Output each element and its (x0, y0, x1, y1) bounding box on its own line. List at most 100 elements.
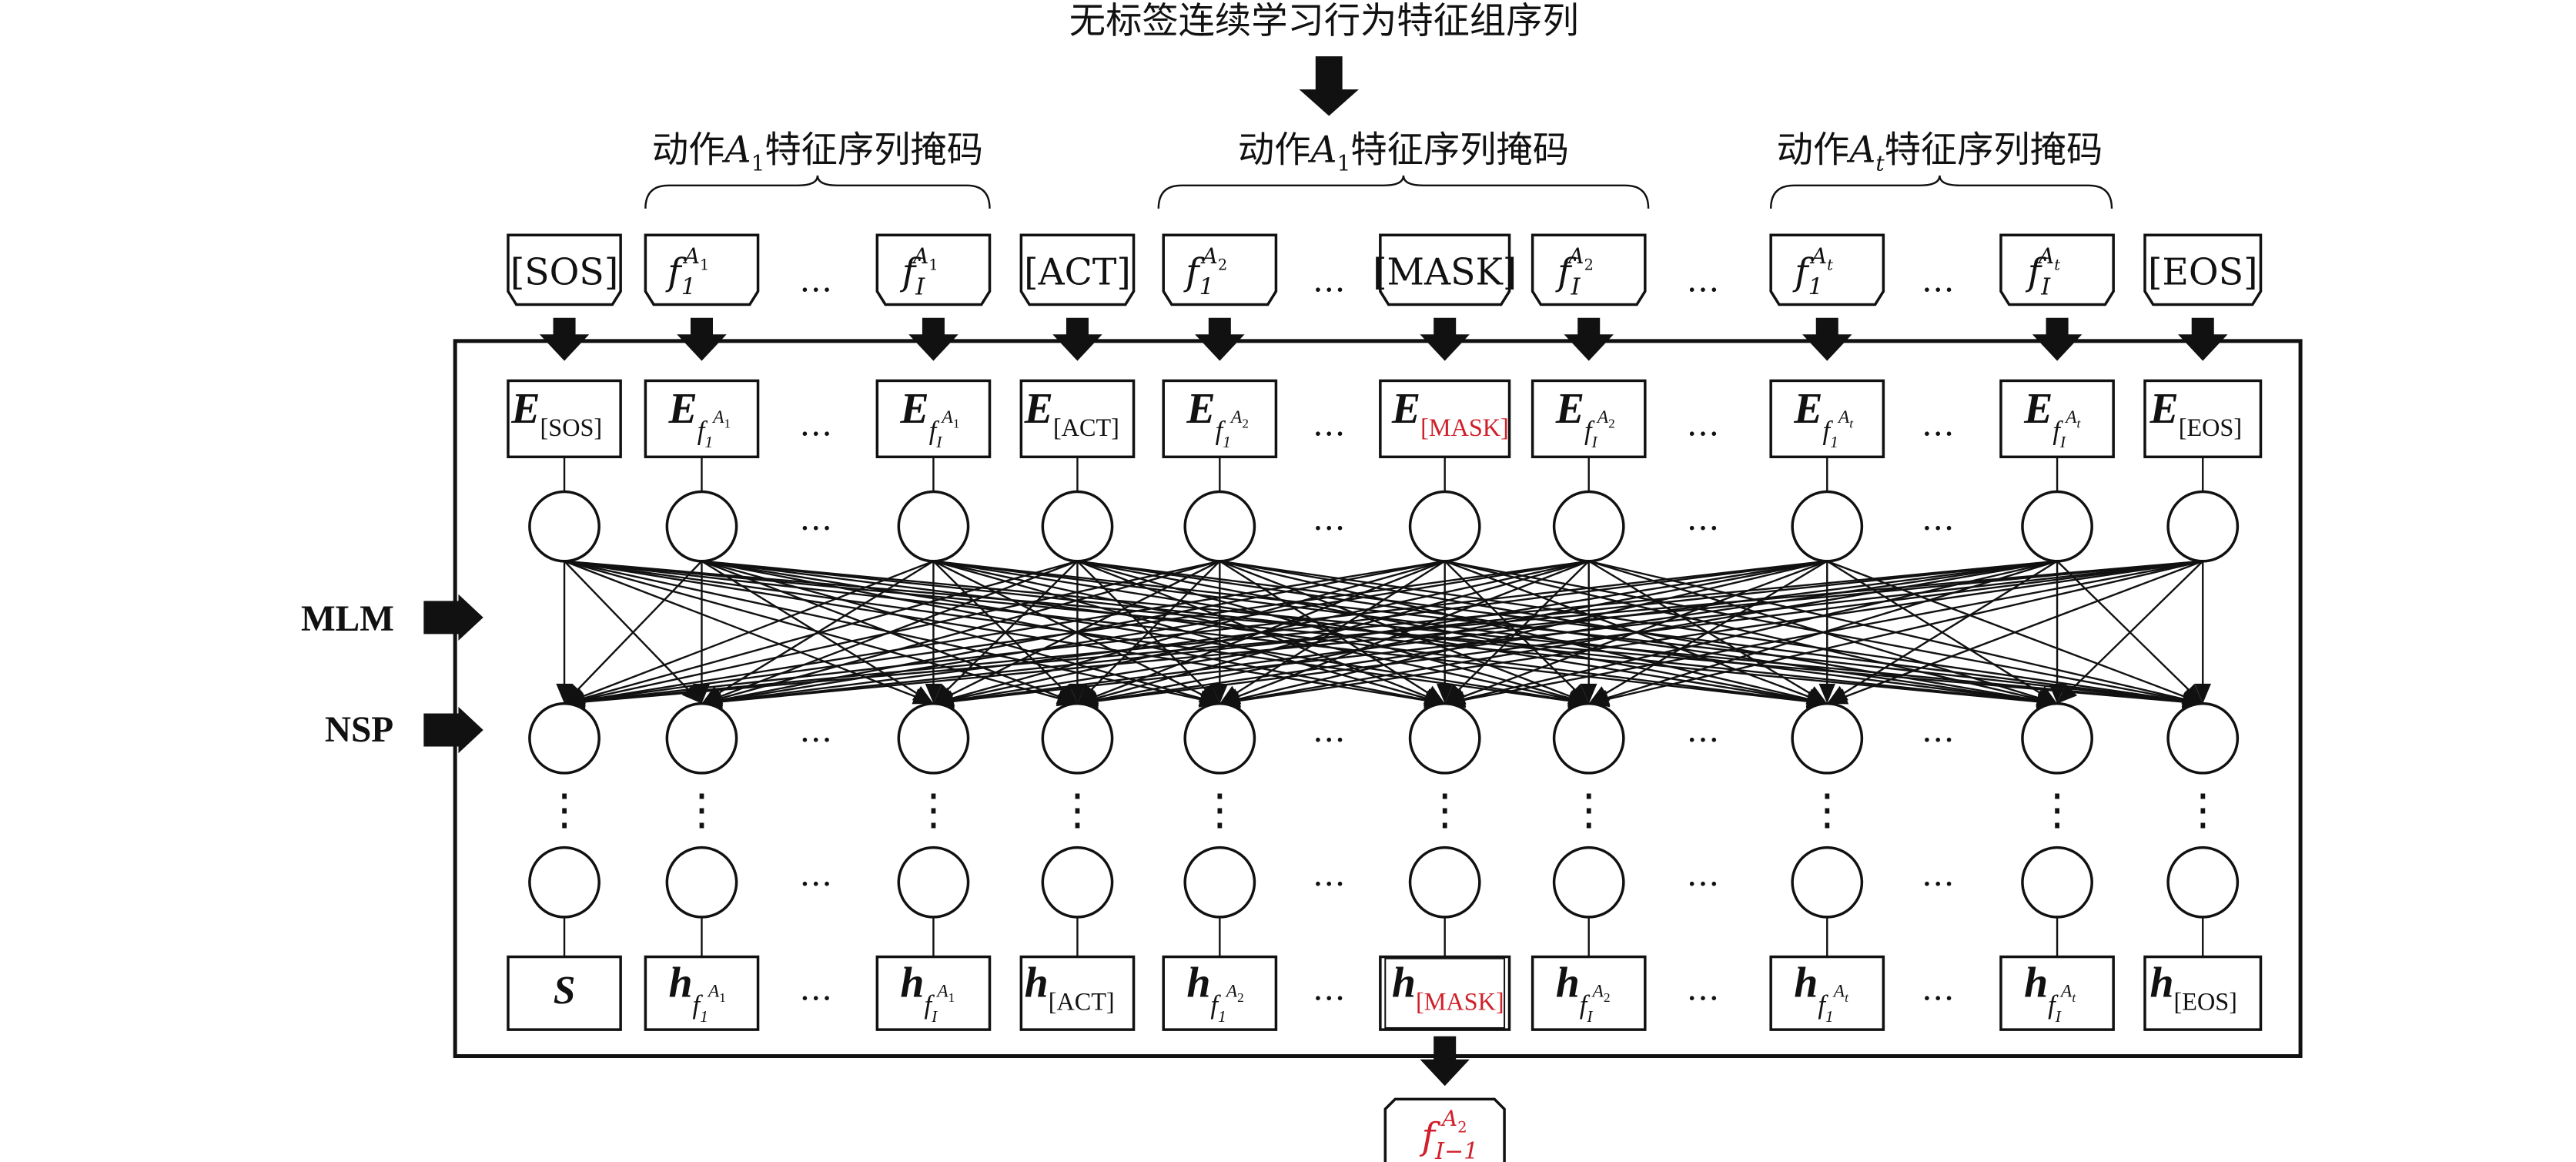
layer1-node-1 (528, 490, 601, 563)
embedding-label-8: Ef1At (1793, 385, 1854, 451)
ellipsis-r2-c2: … (1313, 405, 1346, 444)
layer1-node-8 (1791, 490, 1864, 563)
nsp-arrow (423, 706, 483, 754)
layer2-node-3 (897, 702, 970, 775)
attn-line-7-9 (1588, 560, 2052, 703)
vdots-8: ⋮ (1805, 785, 1848, 836)
attn-arrow-8-8 (1818, 683, 1836, 704)
token-arrow-9 (2032, 317, 2083, 361)
layer1-node-3 (897, 490, 970, 563)
token-label-3: fIA1 (900, 243, 938, 301)
ellipsis-r4-c1: … (799, 712, 832, 750)
ellipsis-r1-c3: … (1687, 261, 1720, 300)
attn-arrow-6-6 (1436, 683, 1454, 704)
output-arrow (1420, 1036, 1470, 1087)
attn-arrow-3-3 (925, 683, 942, 704)
ellipsis-r3-c4: … (1922, 500, 1955, 538)
layer3-node-3 (897, 846, 970, 919)
token-arrow-4 (1052, 317, 1102, 361)
attn-line-6-1 (570, 560, 1445, 704)
attn-line-6-9 (1444, 560, 2051, 703)
nsp-label: NSP (325, 710, 393, 750)
ellipsis-r6-c3: … (1687, 969, 1720, 1008)
embedding-label-2: Ef1A1 (667, 385, 731, 451)
attn-line-8-6 (1450, 560, 1828, 702)
layer1-node-10 (2166, 490, 2240, 563)
layer2-node-5 (1183, 702, 1256, 775)
layer2-node-4 (1041, 702, 1114, 775)
token-arrow-3 (908, 317, 958, 361)
embedding-box-9 (1999, 379, 2115, 459)
ellipsis-r3-c2: … (1313, 500, 1346, 538)
attn-line-9-1 (570, 560, 2058, 705)
embedding-box-10 (2143, 379, 2263, 459)
attn-arrow-2-3 (912, 685, 934, 704)
embedding-label-1: E[SOS] (510, 385, 602, 441)
attn-arrow-10-4 (1077, 692, 1099, 710)
layer3-node-8 (1791, 846, 1864, 919)
attn-line-7-1 (570, 560, 1589, 704)
attn-line-4-2 (708, 560, 1078, 702)
ellipsis-r4-c2: … (1313, 712, 1346, 750)
token-box-6 (1379, 233, 1511, 306)
attn-arrow-9-10 (2183, 683, 2203, 704)
hidden-label-1: S (554, 969, 576, 1013)
token-arrow-8 (1802, 317, 1852, 361)
attn-arrow-6-7 (1568, 683, 1589, 704)
attn-arrow-1-2 (681, 683, 702, 704)
diagram-elements: 无标签连续学习行为特征组序列动作A1特征序列掩码动作A1特征序列掩码动作At特征… (301, 0, 2263, 1162)
layer2-node-9 (2021, 702, 2093, 775)
layer1-node-5 (1183, 490, 1256, 563)
attention-connections (556, 560, 2211, 711)
diagram-title: 无标签连续学习行为特征组序列 (1069, 0, 1579, 42)
layer3-node-4 (1041, 846, 1114, 919)
layer3-node-1 (528, 846, 601, 919)
attn-line-1-2 (564, 560, 698, 700)
ellipsis-r1-c4: … (1922, 261, 1955, 300)
ellipsis-r2-c3: … (1687, 405, 1720, 444)
token-label-10: [EOS] (2148, 252, 2258, 294)
token-label-2: f1A1 (665, 243, 709, 301)
layer2-node-6 (1408, 702, 1481, 775)
embedding-box-8 (1769, 379, 1885, 459)
attn-line-10-3 (939, 560, 2203, 704)
attn-arrow-5-4 (1077, 683, 1098, 704)
embedding-label-10: E[EOS] (2149, 385, 2242, 441)
ellipsis-r3-c1: … (799, 500, 832, 538)
attn-arrow-7-7 (1580, 683, 1597, 704)
attn-arrow-9-9 (2049, 683, 2066, 704)
embedding-box-2 (644, 379, 760, 459)
ellipsis-r4-c4: … (1922, 712, 1955, 750)
attn-line-4-9 (1077, 560, 2051, 704)
ellipsis-r4-c3: … (1687, 712, 1720, 750)
attn-line-10-4 (1083, 560, 2203, 704)
ellipsis-r2-c1: … (799, 405, 832, 444)
vdots-2: ⋮ (681, 785, 724, 836)
attn-line-10-1 (570, 560, 2203, 705)
embedding-box-6 (1379, 379, 1511, 459)
mask-group-brace-2 (1157, 175, 1650, 209)
attn-arrow-10-9 (2057, 683, 2078, 704)
ellipsis-r1-c1: … (799, 261, 832, 300)
vdots-10: ⋮ (2181, 785, 2224, 836)
mask-group-label-1: 动作A1特征序列掩码 (652, 129, 983, 176)
ellipsis-r6-c2: … (1313, 969, 1346, 1008)
hidden-label-4: h[ACT] (1025, 959, 1115, 1016)
hidden-box-8 (1769, 955, 1885, 1031)
token-box-1 (507, 233, 622, 306)
mask-group-brace-1 (644, 175, 991, 209)
token-arrow-6 (1420, 317, 1470, 361)
output-label: fI−1A2 (1420, 1106, 1479, 1162)
vdots-4: ⋮ (1056, 785, 1099, 836)
attn-line-2-4 (701, 560, 1072, 702)
hidden-box-3 (875, 955, 992, 1031)
attn-line-2-7 (701, 560, 1583, 704)
hidden-box-4 (1019, 955, 1136, 1031)
encoder-frame (453, 339, 2303, 1059)
attn-line-2-1 (568, 560, 703, 700)
embedding-label-6: E[MASK] (1391, 385, 1509, 441)
attn-line-7-4 (1083, 560, 1590, 703)
layer2-node-2 (665, 702, 738, 775)
attn-line-8-9 (1826, 560, 2052, 702)
